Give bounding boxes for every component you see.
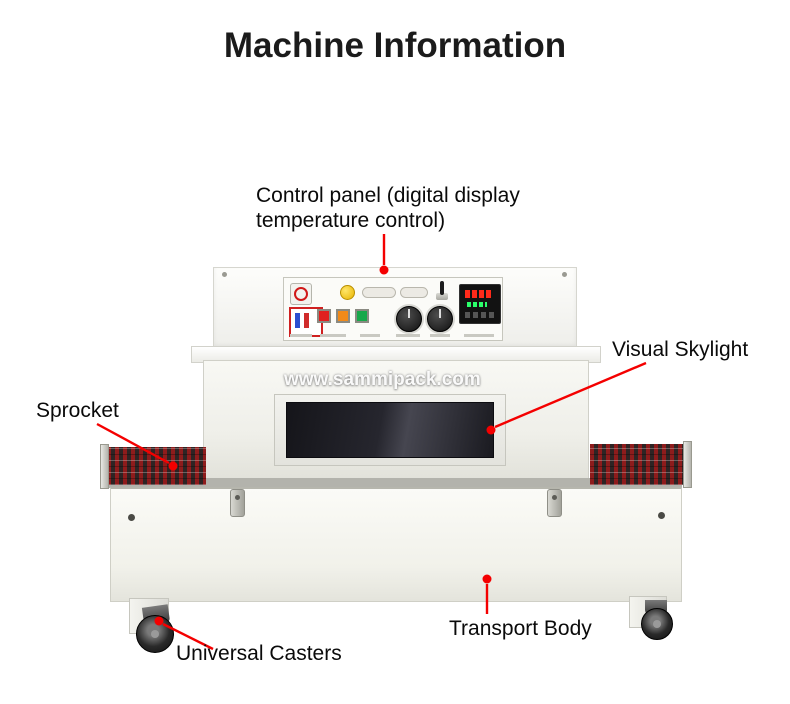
- digital-temperature-controller: [459, 284, 501, 324]
- label-control-panel: Control panel (digital display temperatu…: [256, 184, 520, 232]
- caption-mark: [320, 334, 346, 337]
- caster-wheel-icon: [136, 615, 174, 653]
- screw-icon: [562, 272, 567, 277]
- caster-wheel-icon: [641, 608, 673, 640]
- caption-mark: [290, 334, 312, 337]
- skylight-window: [286, 402, 494, 458]
- led-display-red: [465, 290, 493, 298]
- bolt-icon: [658, 512, 665, 519]
- caption-mark: [464, 334, 494, 337]
- page-title: Machine Information: [223, 26, 567, 65]
- temperature-knob-icon: [427, 306, 453, 332]
- caption-mark: [360, 334, 380, 337]
- controller-buttons: [465, 312, 495, 318]
- watermark-text: www.sammipack.com: [284, 369, 481, 390]
- toggle-switch-icon: [436, 281, 448, 301]
- caption-mark: [430, 334, 450, 337]
- transport-body: [110, 487, 682, 602]
- nameplate: [400, 287, 428, 298]
- power-switch-icon: [290, 283, 312, 305]
- label-universal-casters: Universal Casters: [176, 642, 342, 665]
- conveyor-rollers-left: [107, 447, 206, 485]
- label-transport-body: Transport Body: [449, 617, 592, 640]
- latch-handle-icon: [547, 489, 562, 517]
- nameplate: [362, 287, 396, 298]
- control-panel-face: [283, 277, 503, 341]
- green-button-icon: [355, 309, 369, 323]
- bolt-icon: [128, 514, 135, 521]
- indicator-light-icon: [340, 285, 355, 300]
- label-sprocket: Sprocket: [36, 399, 119, 422]
- conveyor-shadow: [108, 478, 682, 488]
- conveyor-rollers-right: [590, 444, 684, 485]
- latch-handle-icon: [230, 489, 245, 517]
- red-button-icon: [317, 309, 331, 323]
- roller-end-bar: [100, 444, 109, 489]
- led-display-green: [467, 302, 487, 307]
- orange-button-icon: [336, 309, 350, 323]
- speed-knob-icon: [396, 306, 422, 332]
- caption-mark: [396, 334, 420, 337]
- label-visual-skylight: Visual Skylight: [612, 338, 749, 361]
- screw-icon: [222, 272, 227, 277]
- roller-end-bar: [683, 441, 692, 488]
